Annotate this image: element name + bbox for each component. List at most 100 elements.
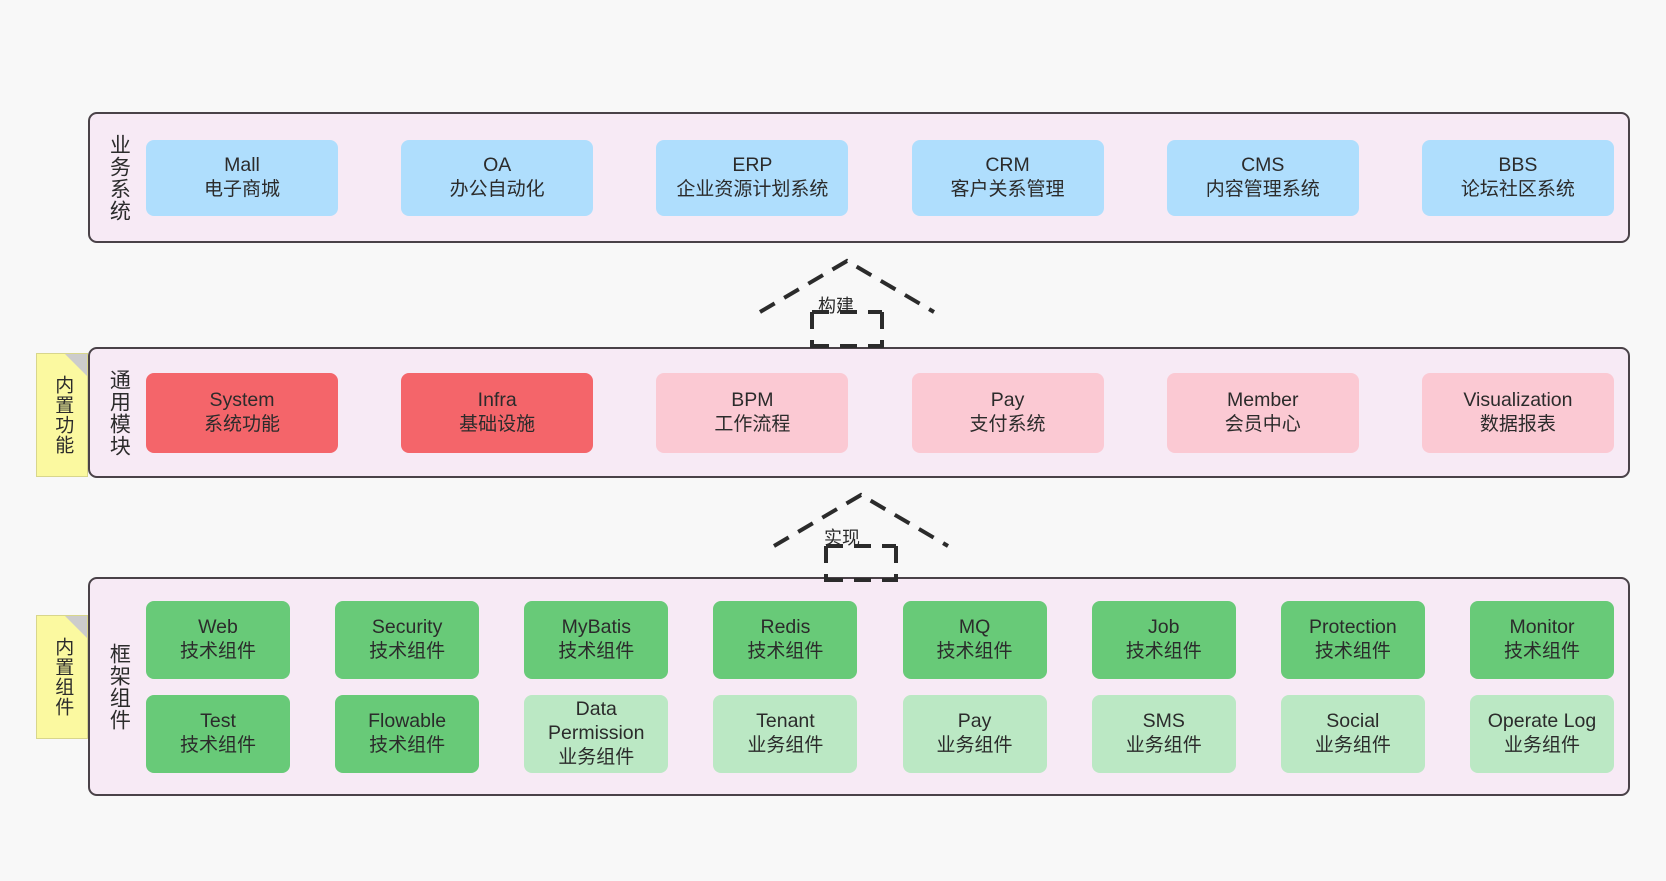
card-operate-log[interactable]: Operate Log 业务组件 <box>1469 694 1614 773</box>
card-bpm[interactable]: BPM 工作流程 <box>656 372 849 453</box>
card-mq-title: MQ <box>958 616 991 639</box>
card-pay-component-subtitle: 业务组件 <box>936 734 1013 756</box>
card-monitor-subtitle: 技术组件 <box>1503 640 1580 662</box>
card-pay-component[interactable]: Pay 业务组件 <box>902 694 1047 773</box>
card-redis[interactable]: Redis 技术组件 <box>713 600 858 679</box>
card-tenant-title: Tenant <box>756 710 815 733</box>
card-protection-subtitle: 技术组件 <box>1314 640 1391 662</box>
card-member-title: Member <box>1226 389 1299 412</box>
card-security-title: Security <box>371 616 443 639</box>
card-data-permission-title: Data Permission <box>548 698 645 744</box>
note-builtin-function-label: 内置功能 <box>52 375 74 455</box>
note-builtin-component: 内置组件 <box>36 615 88 739</box>
card-mq-subtitle: 技术组件 <box>936 640 1013 662</box>
card-social[interactable]: Social 业务组件 <box>1280 694 1425 773</box>
card-pay-component-title: Pay <box>957 710 992 733</box>
card-data-permission[interactable]: Data Permission 业务组件 <box>524 694 669 773</box>
card-protection-title: Protection <box>1308 616 1397 639</box>
card-system[interactable]: System 系统功能 <box>146 372 338 453</box>
card-cms-title: CMS <box>1241 154 1285 177</box>
arrow-head-build <box>758 258 936 314</box>
card-job-subtitle: 技术组件 <box>1125 640 1202 662</box>
card-operate-log-title: Operate Log <box>1487 710 1597 733</box>
card-visualization-subtitle: 数据报表 <box>1479 413 1556 435</box>
note-fold-corner-icon <box>65 354 87 376</box>
framework-row-tech: Web 技术组件 Security 技术组件 MyBatis 技术组件 Redi… <box>146 600 1614 679</box>
card-flowable[interactable]: Flowable 技术组件 <box>335 694 480 773</box>
connector-label-implement: 实现 <box>824 528 860 548</box>
arrow-head-implement <box>772 492 950 548</box>
card-oa[interactable]: OA 办公自动化 <box>401 139 594 216</box>
card-member-subtitle: 会员中心 <box>1224 413 1301 435</box>
card-sms[interactable]: SMS 业务组件 <box>1091 694 1236 773</box>
card-protection[interactable]: Protection 技术组件 <box>1280 600 1425 679</box>
card-redis-subtitle: 技术组件 <box>747 640 824 662</box>
card-crm[interactable]: CRM 客户关系管理 <box>911 139 1104 216</box>
card-security-subtitle: 技术组件 <box>369 640 446 662</box>
layer-title-business-system: 业务系统 <box>107 133 131 222</box>
card-pay-module-subtitle: 支付系统 <box>969 413 1046 435</box>
card-bbs-subtitle: 论坛社区系统 <box>1460 178 1575 200</box>
card-pay-module[interactable]: Pay 支付系统 <box>911 372 1104 453</box>
card-monitor[interactable]: Monitor 技术组件 <box>1469 600 1614 679</box>
card-infra-subtitle: 基础设施 <box>459 413 536 435</box>
card-infra[interactable]: Infra 基础设施 <box>401 372 594 453</box>
card-member[interactable]: Member 会员中心 <box>1166 372 1359 453</box>
layer-title-common-module: 通用模块 <box>107 368 131 457</box>
card-flowable-title: Flowable <box>368 710 447 733</box>
connector-build-arrow <box>758 258 936 348</box>
layer-common-module: 通用模块 System 系统功能 Infra 基础设施 BPM 工作流程 Pay… <box>88 347 1630 478</box>
card-crm-subtitle: 客户关系管理 <box>950 178 1065 200</box>
card-cms[interactable]: CMS 内容管理系统 <box>1166 139 1359 216</box>
card-test[interactable]: Test 技术组件 <box>146 694 290 773</box>
card-test-title: Test <box>200 710 236 733</box>
card-flowable-subtitle: 技术组件 <box>369 734 446 756</box>
card-cms-subtitle: 内容管理系统 <box>1205 178 1320 200</box>
layer-framework-component: 框架组件 Web 技术组件 Security 技术组件 MyBatis 技术组件 <box>88 577 1630 796</box>
card-social-subtitle: 业务组件 <box>1314 734 1391 756</box>
card-pay-module-title: Pay <box>990 389 1025 412</box>
card-erp[interactable]: ERP 企业资源计划系统 <box>656 139 849 216</box>
card-bbs[interactable]: BBS 论坛社区系统 <box>1421 139 1614 216</box>
card-mybatis[interactable]: MyBatis 技术组件 <box>524 600 669 679</box>
layer-body-common-module: System 系统功能 Infra 基础设施 BPM 工作流程 Pay 支付系统… <box>146 349 1628 476</box>
card-data-permission-subtitle: 业务组件 <box>558 746 635 768</box>
card-tenant[interactable]: Tenant 业务组件 <box>713 694 858 773</box>
card-erp-title: ERP <box>732 154 773 177</box>
card-visualization[interactable]: Visualization 数据报表 <box>1421 372 1614 453</box>
card-mq[interactable]: MQ 技术组件 <box>902 600 1047 679</box>
card-system-subtitle: 系统功能 <box>203 413 280 435</box>
card-operate-log-subtitle: 业务组件 <box>1503 734 1580 756</box>
note-builtin-function: 内置功能 <box>36 353 88 477</box>
card-test-subtitle: 技术组件 <box>179 734 256 756</box>
card-bpm-subtitle: 工作流程 <box>714 413 791 435</box>
card-social-title: Social <box>1326 710 1380 733</box>
card-web-title: Web <box>198 616 238 639</box>
framework-row-business: Test 技术组件 Flowable 技术组件 Data Permission … <box>146 694 1614 773</box>
layer-title-framework-component: 框架组件 <box>107 642 131 731</box>
card-security[interactable]: Security 技术组件 <box>335 600 480 679</box>
card-erp-subtitle: 企业资源计划系统 <box>676 178 829 200</box>
connector-label-build: 构建 <box>818 296 854 316</box>
card-visualization-title: Visualization <box>1463 389 1573 412</box>
card-bpm-title: BPM <box>731 389 774 412</box>
connector-implement-arrow <box>772 492 950 582</box>
card-job-title: Job <box>1147 616 1180 639</box>
note-builtin-component-label: 内置组件 <box>52 637 74 717</box>
card-sms-title: SMS <box>1142 710 1185 733</box>
card-mybatis-subtitle: 技术组件 <box>558 640 635 662</box>
card-web-subtitle: 技术组件 <box>179 640 256 662</box>
card-mall[interactable]: Mall 电子商城 <box>146 139 338 216</box>
card-job[interactable]: Job 技术组件 <box>1091 600 1236 679</box>
card-monitor-title: Monitor <box>1509 616 1575 639</box>
card-mybatis-title: MyBatis <box>561 616 631 639</box>
card-oa-subtitle: 办公自动化 <box>449 178 545 200</box>
framework-card-grid: Web 技术组件 Security 技术组件 MyBatis 技术组件 Redi… <box>146 600 1614 773</box>
card-tenant-subtitle: 业务组件 <box>747 734 824 756</box>
card-web[interactable]: Web 技术组件 <box>146 600 290 679</box>
card-system-title: System <box>209 389 275 412</box>
layer-body-framework-component: Web 技术组件 Security 技术组件 MyBatis 技术组件 Redi… <box>146 579 1628 794</box>
layer-body-business-system: Mall 电子商城 OA 办公自动化 ERP 企业资源计划系统 CRM 客户关系… <box>146 114 1628 241</box>
card-infra-title: Infra <box>477 389 517 412</box>
